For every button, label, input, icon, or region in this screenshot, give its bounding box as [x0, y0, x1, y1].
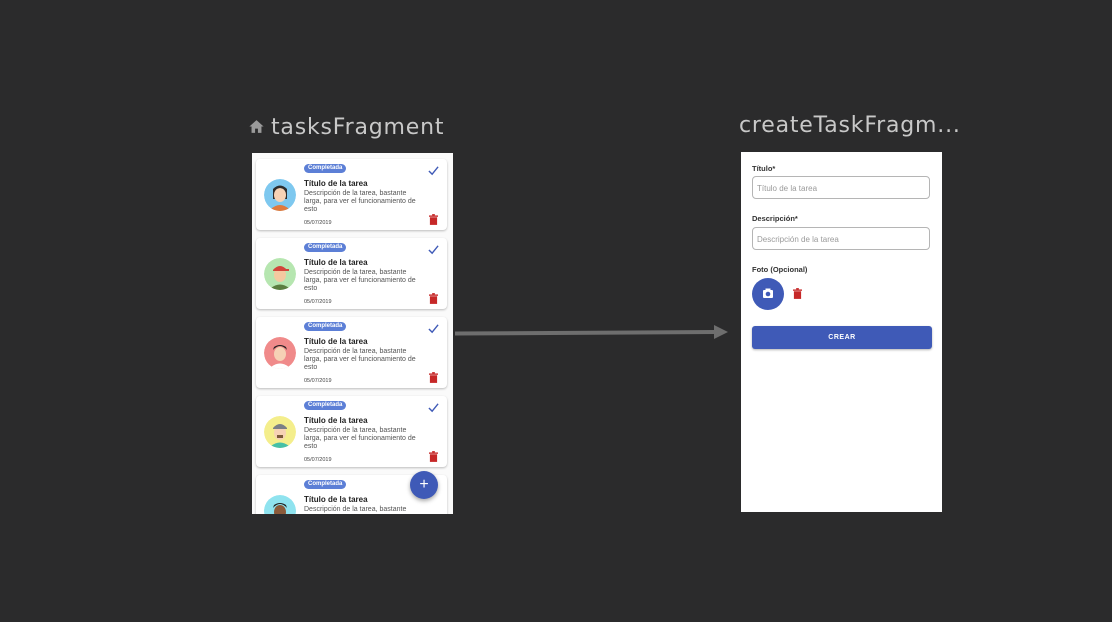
title-label: Título*	[752, 164, 776, 173]
status-badge: Completada	[304, 480, 347, 489]
task-card[interactable]: Completada Título de la tarea Descripció…	[256, 159, 447, 230]
task-description: Descripción de la tarea, bastante larga,…	[304, 190, 416, 213]
task-description: Descripción de la tarea, bastante larga,…	[304, 427, 416, 450]
task-date: 05/07/2019	[304, 299, 332, 305]
trash-icon[interactable]	[429, 293, 438, 304]
task-card[interactable]: Completada Título de la tarea Descripció…	[256, 396, 447, 467]
task-title: Título de la tarea	[304, 337, 368, 346]
status-badge: Completada	[304, 243, 347, 252]
task-description: Descripción de la tarea, bastante	[304, 506, 407, 513]
description-input[interactable]: Descripción de la tarea	[752, 227, 930, 250]
avatar	[264, 258, 296, 290]
avatar	[264, 495, 296, 514]
home-icon	[249, 120, 264, 133]
check-icon[interactable]	[428, 402, 439, 413]
check-icon[interactable]	[428, 165, 439, 176]
task-card[interactable]: Completada Título de la tarea Descripció…	[256, 238, 447, 309]
status-badge: Completada	[304, 401, 347, 410]
create-task-fragment-title[interactable]: createTaskFragm...	[739, 113, 961, 138]
tasks-fragment-label: tasksFragment	[271, 115, 445, 140]
status-badge: Completada	[304, 322, 347, 331]
task-title: Título de la tarea	[304, 416, 368, 425]
task-card[interactable]: Completada Título de la tarea Descripció…	[256, 317, 447, 388]
add-task-button[interactable]: +	[410, 471, 438, 499]
title-input[interactable]: Título de la tarea	[752, 176, 930, 199]
task-description: Descripción de la tarea, bastante larga,…	[304, 348, 416, 371]
task-title: Título de la tarea	[304, 495, 368, 504]
tasks-fragment-screen: Completada Título de la tarea Descripció…	[252, 153, 453, 514]
task-description: Descripción de la tarea, bastante larga,…	[304, 269, 416, 292]
avatar	[264, 416, 296, 448]
check-icon[interactable]	[428, 323, 439, 334]
task-title: Título de la tarea	[304, 179, 368, 188]
create-button[interactable]: CREAR	[752, 326, 932, 349]
trash-icon[interactable]	[429, 214, 438, 225]
trash-icon[interactable]	[429, 372, 438, 383]
tasks-fragment-title[interactable]: tasksFragment	[248, 115, 444, 140]
task-title: Título de la tarea	[304, 258, 368, 267]
check-icon[interactable]	[428, 244, 439, 255]
camera-icon	[763, 288, 773, 298]
trash-icon[interactable]	[429, 451, 438, 462]
task-date: 05/07/2019	[304, 457, 332, 463]
task-date: 05/07/2019	[304, 220, 332, 226]
create-task-fragment-screen: Título* Título de la tarea Descripción* …	[741, 152, 942, 512]
create-task-fragment-label: createTaskFragm...	[739, 113, 961, 138]
trash-icon[interactable]	[793, 288, 802, 299]
avatar	[264, 179, 296, 211]
task-date: 05/07/2019	[304, 378, 332, 384]
photo-label: Foto (Opcional)	[752, 265, 808, 274]
avatar	[264, 337, 296, 369]
description-label: Descripción*	[752, 214, 798, 223]
status-badge: Completada	[304, 164, 347, 173]
navigation-arrow	[455, 325, 728, 339]
camera-button[interactable]	[752, 278, 784, 310]
